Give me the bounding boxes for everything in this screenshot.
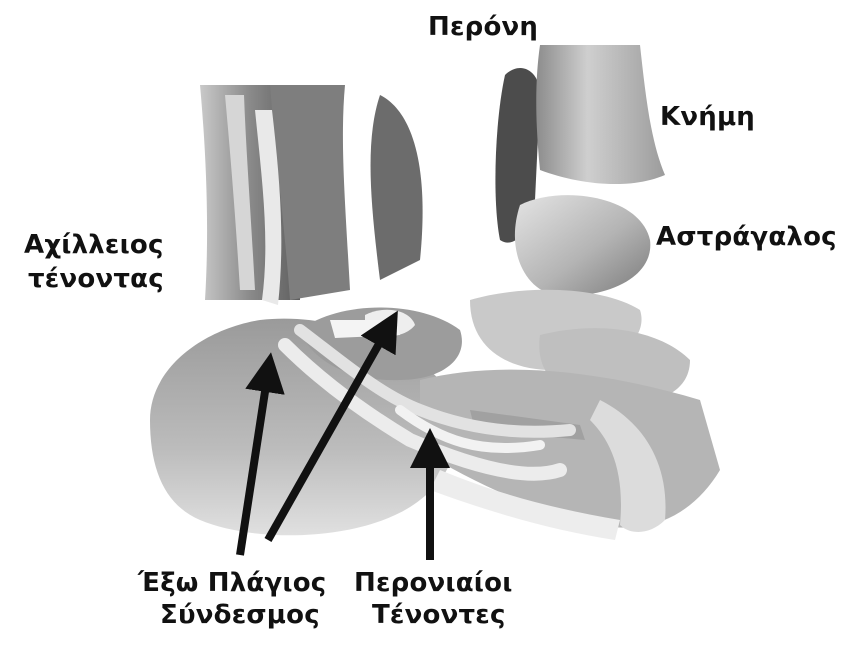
label-peroneal-line1: Περονιαίοι bbox=[354, 566, 513, 600]
lower-leg-muscles bbox=[200, 85, 423, 300]
label-lateral-ligament-line1: Έξω Πλάγιος bbox=[138, 566, 326, 600]
label-fibula: Περόνη bbox=[428, 10, 538, 44]
label-peroneal-line2: Τένοντες bbox=[372, 598, 506, 632]
label-lateral-ligament-line2: Σύνδεσμος bbox=[160, 598, 320, 632]
talus-bone bbox=[515, 195, 650, 296]
label-talus: Αστράγαλος bbox=[656, 220, 837, 254]
label-achilles-line2: τένοντας bbox=[28, 262, 164, 296]
tibia-bone bbox=[536, 45, 665, 184]
label-tibia: Κνήμη bbox=[660, 100, 755, 134]
label-achilles-line1: Αχίλλειος bbox=[24, 228, 164, 262]
